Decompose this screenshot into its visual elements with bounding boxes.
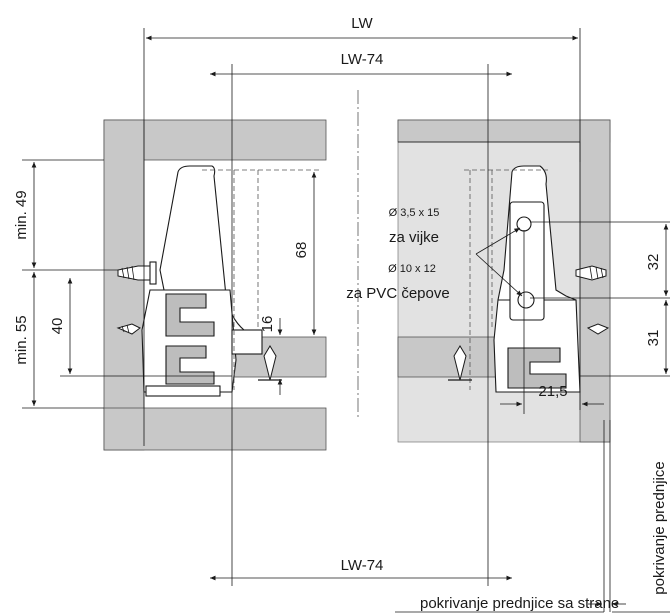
d40-label: 40	[49, 318, 66, 335]
d31-label: 31	[645, 330, 662, 347]
lw74-top-label: LW-74	[341, 51, 384, 68]
screw-leader	[475, 227, 521, 255]
right-screw-bottom	[448, 345, 472, 381]
d21-5-label: 21,5	[538, 383, 567, 400]
lw74-bottom-label: LW-74	[341, 557, 384, 574]
left-screw-lower	[116, 323, 141, 335]
dowel-hole-text: za PVC čepove	[346, 285, 449, 302]
min49-label: min. 49	[13, 190, 30, 239]
left-cabinet-panel	[103, 119, 327, 451]
d32-label: 32	[645, 254, 662, 271]
right-screw-lower	[586, 323, 610, 335]
vertical-overlay-label: pokrivanje prednjice	[651, 461, 668, 594]
d16-label: 16	[259, 316, 276, 333]
screw-hole-spec: Ø 3,5 x 15	[389, 207, 440, 219]
min55-label: min. 55	[13, 315, 30, 364]
screw-hole-text: za vijke	[389, 229, 439, 246]
left-runner	[116, 165, 322, 397]
side-overlay-label: pokrivanje prednjice sa strane	[420, 595, 619, 612]
left-screw-upper	[117, 261, 157, 285]
dowel-hole-spec: Ø 10 x 12	[388, 263, 436, 275]
d68-label: 68	[293, 242, 310, 259]
dowel-leader	[475, 253, 523, 297]
right-screw-upper	[575, 265, 607, 281]
lw-label: LW	[351, 15, 373, 32]
